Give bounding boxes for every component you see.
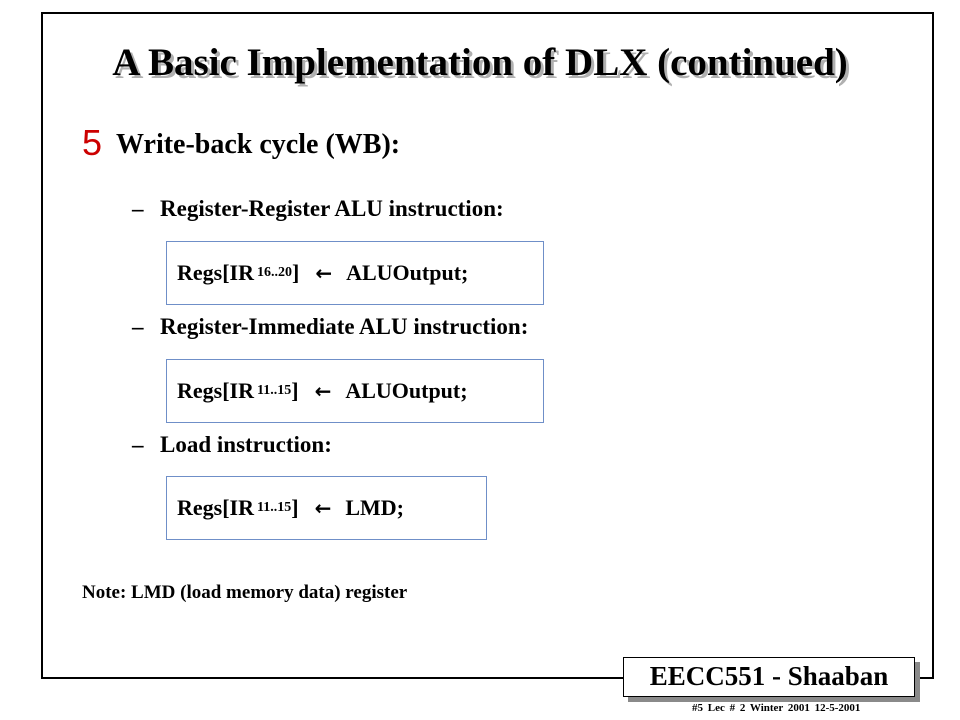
formula-dest: Regs[IR bbox=[177, 378, 254, 403]
formula-source: LMD; bbox=[345, 495, 404, 520]
step-label: Write-back cycle (WB): bbox=[116, 129, 401, 160]
dash-marker: – bbox=[132, 314, 144, 339]
left-arrow-icon: ← bbox=[314, 379, 332, 403]
formula-subscript: 16..20 bbox=[257, 265, 292, 280]
left-arrow-icon: ← bbox=[315, 261, 333, 285]
bullet-register-immediate: –Register-Immediate ALU instruction: bbox=[132, 314, 528, 340]
dash-marker: – bbox=[132, 196, 144, 221]
formula-close: ] bbox=[291, 495, 299, 520]
bullet-text: Load instruction: bbox=[160, 432, 332, 457]
formula-source: ALUOutput; bbox=[345, 378, 468, 403]
formula-dest: Regs[IR bbox=[177, 260, 254, 285]
step-number: 5 bbox=[82, 122, 103, 163]
bullet-load: –Load instruction: bbox=[132, 432, 332, 458]
bullet-register-register: –Register-Register ALU instruction: bbox=[132, 196, 504, 222]
formula-subscript: 11..15 bbox=[257, 500, 292, 515]
left-arrow-icon: ← bbox=[314, 496, 332, 520]
slide-title: A Basic Implementation of DLX (continued… bbox=[112, 41, 848, 84]
formula-close: ] bbox=[291, 378, 299, 403]
slide-footer: #5 Lec # 2 Winter 2001 12-5-2001 bbox=[692, 702, 861, 714]
step-heading: 5 Write-back cycle (WB): bbox=[82, 122, 400, 164]
bullet-text: Register-Register ALU instruction: bbox=[160, 196, 504, 221]
course-badge-label: EECC551 - Shaaban bbox=[649, 661, 889, 691]
formula-close: ] bbox=[292, 260, 300, 285]
course-badge: EECC551 - Shaaban bbox=[623, 657, 915, 697]
formula-source: ALUOutput; bbox=[346, 260, 469, 285]
formula-subscript: 11..15 bbox=[257, 383, 292, 398]
slide-frame bbox=[41, 12, 934, 679]
dash-marker: – bbox=[132, 432, 144, 457]
formula-dest: Regs[IR bbox=[177, 495, 254, 520]
footnote: Note: LMD (load memory data) register bbox=[82, 582, 408, 603]
bullet-text: Register-Immediate ALU instruction: bbox=[160, 314, 529, 339]
